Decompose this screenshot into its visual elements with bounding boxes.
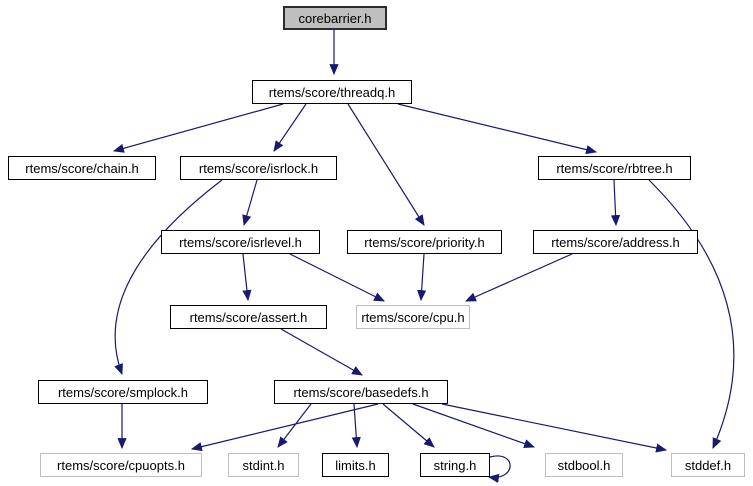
graph-node-address[interactable]: rtems/score/address.h (533, 230, 698, 254)
edge-threadq-to-chain (112, 103, 284, 153)
edge-threadq-to-rbtree (397, 103, 598, 155)
graph-node-threadq[interactable]: rtems/score/threadq.h (252, 80, 412, 104)
graph-node-priority[interactable]: rtems/score/priority.h (347, 230, 502, 254)
edge-assert-to-basedefs (280, 328, 363, 376)
edge-basedefs-to-string (382, 403, 435, 448)
edge-basedefs-to-stddef (441, 403, 668, 453)
graph-node-corebarrier: corebarrier.h (283, 6, 387, 30)
edge-string-to-string (487, 455, 511, 483)
graph-node-stdint: stdint.h (228, 453, 299, 477)
edge-basedefs-to-stdbool (412, 403, 536, 449)
edge-address-to-cpu (464, 253, 573, 302)
edge-basedefs-to-cpuopts (190, 403, 379, 452)
edge-threadq-to-priority (347, 103, 425, 226)
graph-node-stddef: stddef.h (671, 453, 745, 477)
graph-node-basedefs[interactable]: rtems/score/basedefs.h (274, 380, 448, 404)
edge-rbtree-to-address (610, 179, 621, 227)
edge-basedefs-to-limits (351, 403, 361, 449)
graph-node-rbtree[interactable]: rtems/score/rbtree.h (538, 156, 691, 180)
edge-isrlock-to-smplock (114, 179, 223, 376)
edge-threadq-to-isrlock (273, 103, 307, 152)
graph-node-isrlevel[interactable]: rtems/score/isrlevel.h (161, 230, 320, 254)
graph-node-chain[interactable]: rtems/score/chain.h (8, 156, 156, 180)
edge-priority-to-cpu (417, 253, 427, 302)
graph-node-isrlock[interactable]: rtems/score/isrlock.h (180, 156, 337, 180)
edge-isrlock-to-isrlevel (242, 179, 258, 227)
edge-basedefs-to-stdint (277, 403, 312, 448)
edge-rbtree-to-stddef (648, 179, 735, 450)
graph-node-cpuopts: rtems/score/cpuopts.h (40, 453, 202, 477)
edge-isrlevel-to-assert (242, 253, 252, 302)
graph-node-assert[interactable]: rtems/score/assert.h (170, 305, 327, 329)
edge-group (112, 30, 735, 483)
graph-node-limits[interactable]: limits.h (322, 453, 389, 477)
graph-node-smplock[interactable]: rtems/score/smplock.h (38, 380, 208, 404)
graph-node-stdbool: stdbool.h (545, 453, 623, 477)
graph-node-cpu: rtems/score/cpu.h (356, 305, 470, 329)
graph-node-string[interactable]: string.h (420, 453, 490, 477)
edge-isrlevel-to-cpu (289, 253, 385, 302)
